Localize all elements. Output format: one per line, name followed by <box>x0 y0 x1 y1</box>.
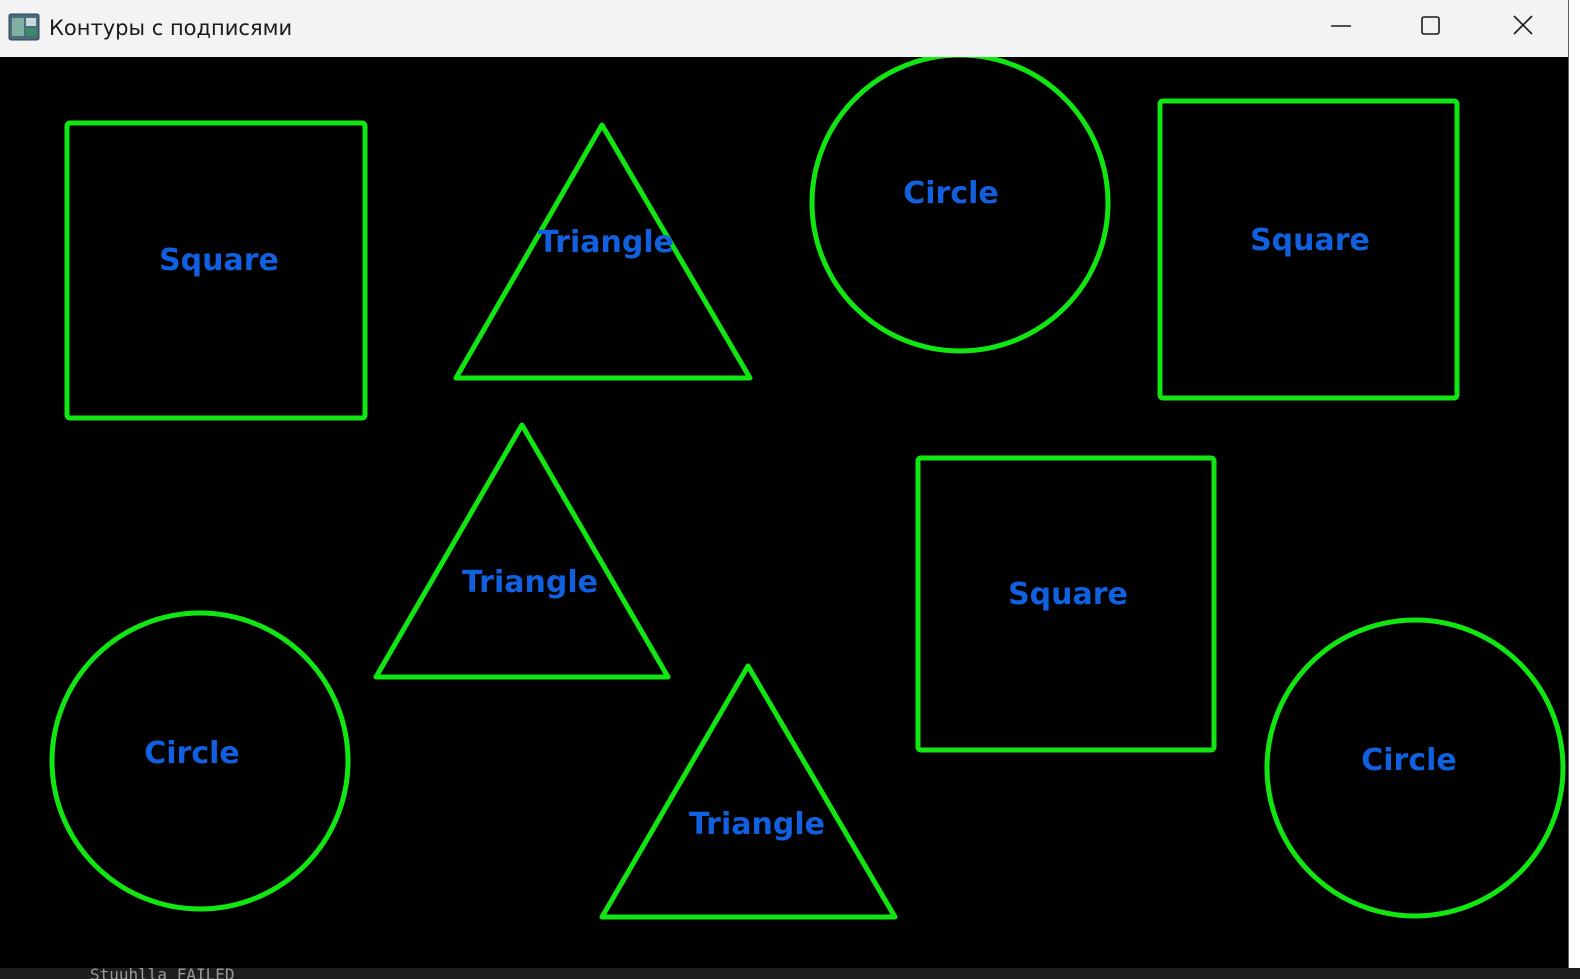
shape-label: Square <box>1250 223 1370 258</box>
shape-label: Circle <box>1361 743 1457 778</box>
background-window-strip: Stuuhlla FAILED <box>0 968 1580 979</box>
shape-label: Circle <box>903 176 999 211</box>
shape-label: Square <box>159 243 279 278</box>
window-title: Контуры с подписями <box>49 16 293 40</box>
close-button[interactable] <box>1478 0 1568 52</box>
triangle-contour <box>453 122 753 381</box>
image-canvas: Square Triangle Circle Square Triangle S… <box>0 52 1568 968</box>
contours-image: Square Triangle Circle Square Triangle S… <box>49 52 1566 920</box>
square-contour <box>915 455 1217 753</box>
maximize-button[interactable] <box>1386 0 1476 52</box>
minimize-button[interactable] <box>1296 0 1386 52</box>
background-window-text: Stuuhlla FAILED <box>90 968 235 979</box>
shape-label: Circle <box>144 736 240 771</box>
shape-label: Triangle <box>462 565 598 600</box>
title-bar[interactable]: Контуры с подписями <box>0 0 1568 57</box>
square-contour <box>1157 98 1460 401</box>
circle-contour <box>49 610 351 912</box>
shape-label: Triangle <box>538 225 674 260</box>
shape-label: Triangle <box>689 807 825 842</box>
circle-contour <box>1264 617 1566 919</box>
app-window-icon <box>8 13 40 41</box>
square-contour <box>64 120 368 421</box>
shape-label: Square <box>1008 577 1128 612</box>
triangle-contour <box>599 663 898 920</box>
triangle-contour <box>373 422 671 680</box>
